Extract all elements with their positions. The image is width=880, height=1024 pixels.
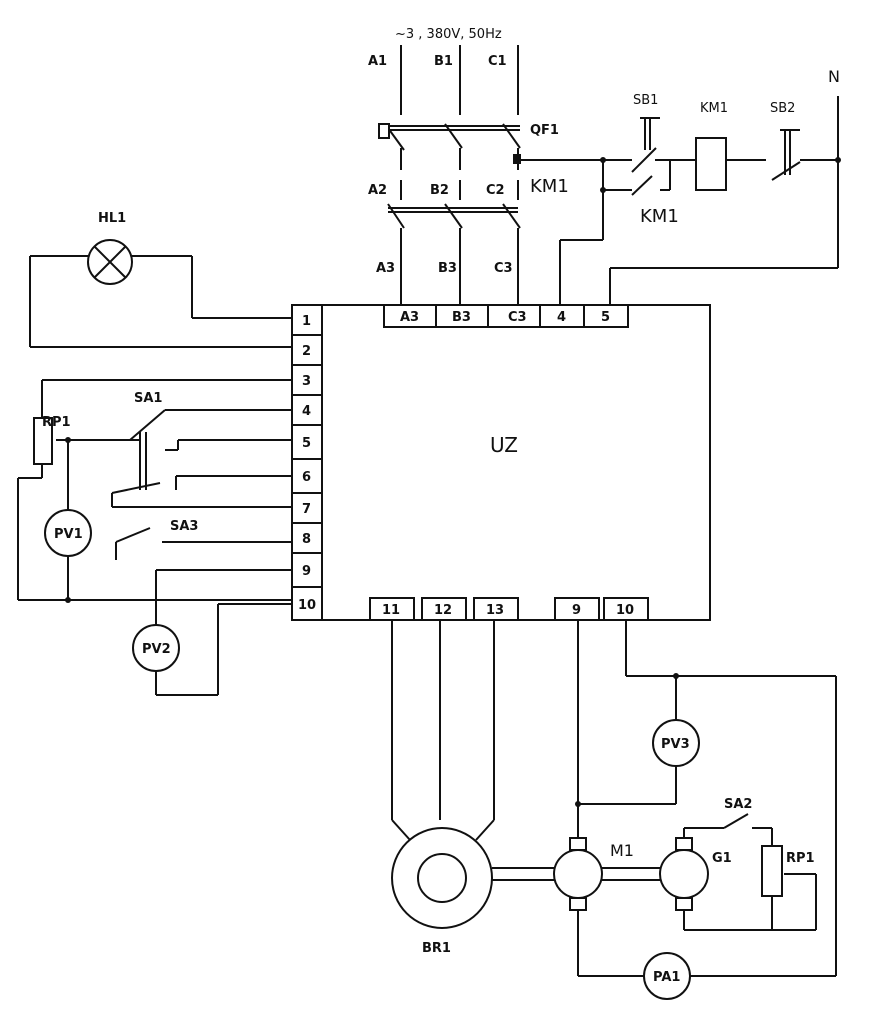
phase-b3-label: B3 [438,261,457,276]
machine-shaft [492,867,660,881]
rp1-left-junction [65,437,71,443]
br1-wires [391,620,495,841]
sb1-label: SB1 [633,93,658,108]
qf1-junction [513,154,521,164]
br1-label: BR1 [422,941,451,956]
pv3-junction [673,673,679,679]
uz-bottom-terminal-13: 13 [486,603,504,618]
uz-top-terminal-b3: B3 [452,310,471,325]
m1-label: M1 [610,841,634,860]
sa1-label: SA1 [134,391,162,406]
uz-converter-body [321,304,711,621]
hl1-label: HL1 [98,211,126,226]
sa1-switch [111,409,292,508]
uz-left-terminal-2: 2 [302,344,311,359]
uz-bottom-terminal-9: 9 [572,603,581,618]
km1-coil [695,137,727,191]
ctrl-junction-3 [835,157,841,163]
km1-main-label: KM1 [530,176,569,197]
phase-a3-label: A3 [376,261,395,276]
uz-left-terminal-5: 5 [302,436,311,451]
sa3-switch [115,527,292,560]
rp1-right-label: RP1 [786,851,815,866]
sa2-label: SA2 [724,797,752,812]
pv1-junction [65,597,71,603]
uz-left-terminal-8: 8 [302,532,311,547]
uz-left-terminal-10: 10 [298,598,316,613]
uz-bottom-terminal-11: 11 [382,603,400,618]
km1-main-contacts [387,180,521,305]
phase-c1-label: C1 [488,54,507,69]
uz-left-terminals [291,304,323,621]
uz-bottom-terminal-12: 12 [434,603,452,618]
hl1-lamp [29,239,292,348]
pv1-label: PV1 [54,527,83,542]
phase-a2-label: A2 [368,183,387,198]
rp1-left-label: RP1 [42,415,71,430]
phase-a1-label: A1 [368,54,387,69]
km1-aux-contact [631,175,653,196]
pv2-circuit [155,569,292,696]
qf1-breaker [378,123,521,170]
uz-left-terminal-4: 4 [302,404,311,419]
uz-left-terminal-9: 9 [302,564,311,579]
m1-junction [575,801,581,807]
m1-motor [553,837,603,911]
uz-left-terminal-1: 1 [302,314,311,329]
pv2-label: PV2 [142,642,171,657]
pv3-label: PV3 [661,737,690,752]
supply-label: ~3 , 380V, 50Hz [395,27,502,42]
uz-left-terminal-3: 3 [302,374,311,389]
uz-top-terminal-a3: A3 [400,310,419,325]
sb2-button [771,129,801,181]
pa1-label: PA1 [653,970,680,985]
uz-top-terminal-4: 4 [557,310,566,325]
pa1-meter [643,952,691,1000]
br1-sensor [391,827,493,929]
uz-top-terminal-5: 5 [601,310,610,325]
km1-coil-label: KM1 [700,101,728,116]
phase-b2-label: B2 [430,183,449,198]
uz-left-terminal-6: 6 [302,470,311,485]
uz-left-terminal-7: 7 [302,502,311,517]
sa3-label: SA3 [170,519,198,534]
uz-label: UZ [490,433,518,457]
m1-circuit-wires [577,620,837,977]
uz-bottom-terminal-10: 10 [616,603,634,618]
phase-supply-lines [400,45,519,115]
sb2-label: SB2 [770,101,795,116]
neutral-label: N [828,67,840,86]
g1-label: G1 [712,851,732,866]
ctrl-junction-1 [600,157,606,163]
pv2-meter [132,624,180,672]
qf1-label: QF1 [530,123,559,138]
control-circuit-wires [518,96,839,305]
km1-aux-label: KM1 [640,206,679,227]
pv3-meter [652,719,700,767]
g1-generator [659,837,709,911]
pv1-meter [44,509,92,557]
uz-bottom-terminals [369,597,649,621]
rp1-left-circuit [17,379,292,601]
uz-top-terminal-c3: C3 [508,310,527,325]
g1-load-circuit [683,813,817,931]
ctrl-junction-2 [600,187,606,193]
phase-c3-label: C3 [494,261,513,276]
uz-top-terminals [383,304,629,328]
sb1-button [631,117,660,173]
phase-b1-label: B1 [434,54,453,69]
phase-c2-label: C2 [486,183,505,198]
